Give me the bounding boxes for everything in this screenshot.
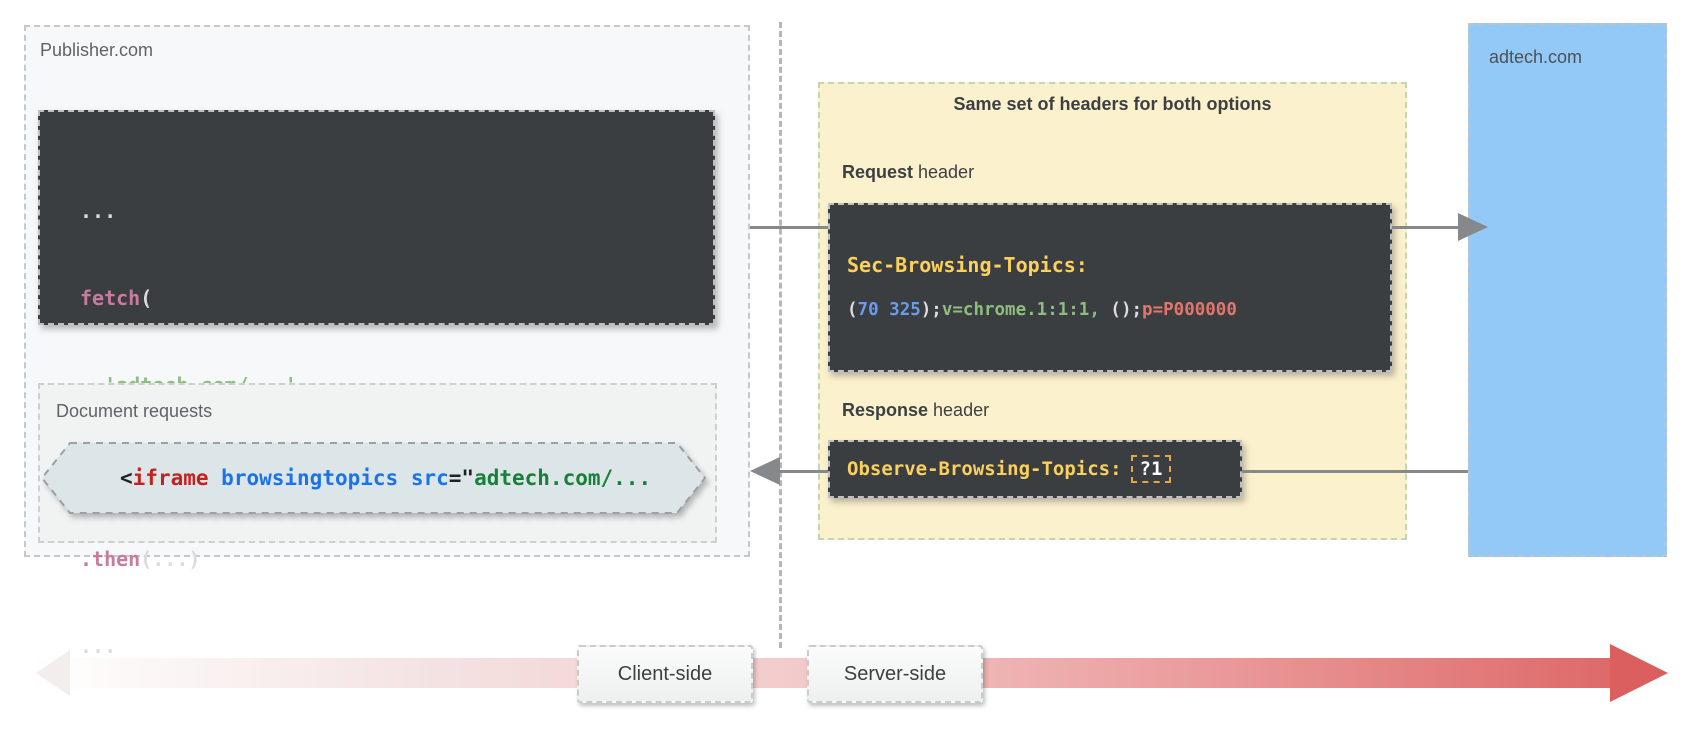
timeline-left-arrowhead-icon <box>36 650 70 696</box>
adtech-label: adtech.com <box>1489 47 1583 67</box>
client-side-badge: Client-side <box>577 645 753 703</box>
response-to-publisher-arrowhead-icon <box>750 457 780 485</box>
request-header-name: Sec-Browsing-Topics: <box>847 253 1088 277</box>
response-header-label: Response header <box>842 400 989 421</box>
response-header-name: Observe-Browsing-Topics: <box>847 458 1122 480</box>
hexagon-shape <box>40 442 707 514</box>
code-line: ... <box>80 634 117 658</box>
response-header-label-bold: Response <box>842 400 929 420</box>
request-to-adtech-arrowhead-icon <box>1458 213 1488 241</box>
request-header-label-rest: header <box>913 162 975 182</box>
request-header-value: (70 325);v=chrome.1:1:1, ();p=P000000 <box>847 300 1237 320</box>
fetch-code-block: ... fetch( 'adtech.com/...', {browsingTo… <box>38 110 715 658</box>
code-line: fetch( <box>80 286 153 310</box>
server-side-badge: Server-side <box>807 645 983 703</box>
response-header-label-rest: header <box>928 400 990 420</box>
server-side-label: Server-side <box>843 662 947 685</box>
request-header-label: Request header <box>842 162 974 183</box>
iframe-tag-hexagon: <iframe browsingtopics src="adtech.com/.… <box>40 441 707 515</box>
request-header-label-bold: Request <box>842 162 914 182</box>
iframe-code: <iframe browsingtopics src="adtech.com/.… <box>120 466 652 490</box>
adtech-zone: adtech.com <box>1468 23 1667 557</box>
publisher-label: Publisher.com <box>40 40 154 60</box>
request-header-block: Sec-Browsing-Topics: (70 325);v=chrome.1… <box>828 203 1392 372</box>
code-line: ... <box>80 199 117 223</box>
client-server-separator-line <box>779 22 782 648</box>
document-requests-label: Document requests <box>56 401 213 421</box>
headers-panel-title: Same set of headers for both options <box>953 94 1272 114</box>
request-to-adtech-arrow-line <box>1392 226 1460 229</box>
code-line: .then(...) <box>80 547 201 571</box>
client-side-label: Client-side <box>617 662 713 685</box>
fetch-to-request-connector <box>750 226 828 229</box>
response-to-publisher-arrow-line <box>778 470 828 473</box>
response-header-block: Observe-Browsing-Topics: ?1 <box>828 440 1242 498</box>
response-header-value-chip: ?1 <box>1130 455 1172 483</box>
timeline-right-arrowhead-icon <box>1610 644 1668 702</box>
adtech-to-response-connector <box>1242 470 1468 473</box>
